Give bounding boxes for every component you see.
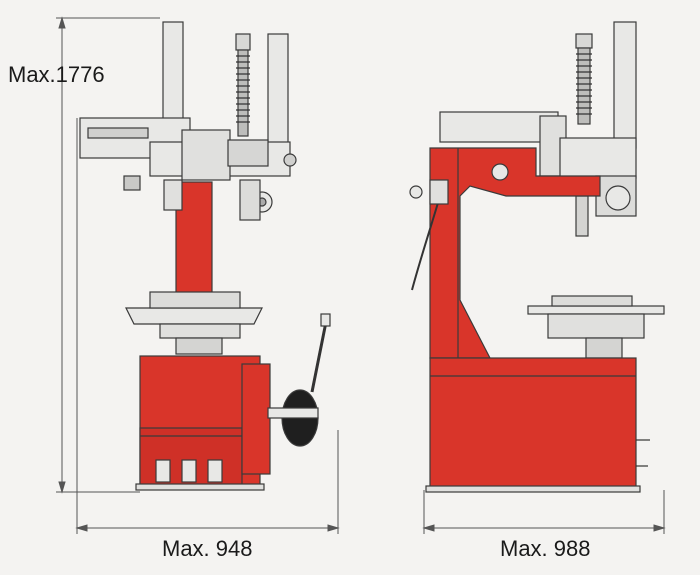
- side-cabinet: [429, 357, 637, 489]
- side-turntable: [527, 295, 665, 359]
- pressure-gauge: [409, 185, 423, 199]
- right-column-cylinder: [267, 33, 289, 145]
- pedal-group: [155, 459, 223, 483]
- max-height-label: Max.1776: [8, 62, 105, 87]
- front-view-machine: [56, 16, 340, 534]
- air-hose: [411, 195, 441, 291]
- height-dimension-line: [56, 16, 160, 494]
- control-lever: [310, 321, 328, 393]
- side-width-dimension-line: [422, 490, 666, 534]
- front-width-dimension-line: [75, 118, 340, 534]
- helper-spring: [235, 33, 251, 137]
- side-helper-spring: [575, 33, 593, 125]
- front-max-width-label: Max. 948: [162, 536, 253, 561]
- front-turntable: [125, 291, 263, 355]
- side-view-machine: [409, 21, 666, 534]
- side-cylinder: [613, 21, 637, 149]
- side-max-width-label: Max. 988: [500, 536, 591, 561]
